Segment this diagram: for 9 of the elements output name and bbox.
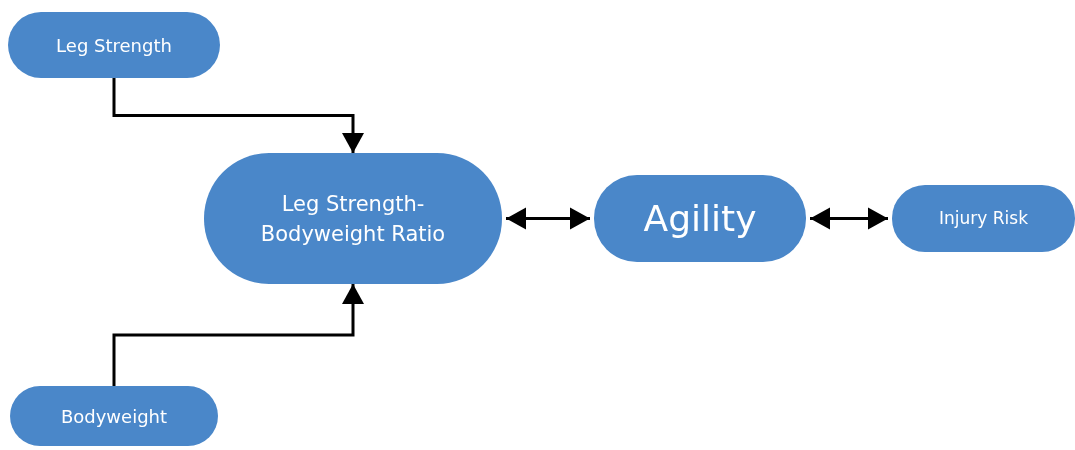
arrow [506,207,590,230]
arrow [112,284,364,386]
rounded-node: Leg Strength-Bodyweight Ratio [204,153,502,284]
arrow [112,78,364,153]
rounded-node: Agility [594,175,806,262]
rounded-node: Injury Risk [892,185,1075,252]
rounded-node: Leg Strength [8,12,220,78]
rounded-node: Bodyweight [10,386,218,446]
arrow [810,207,888,230]
